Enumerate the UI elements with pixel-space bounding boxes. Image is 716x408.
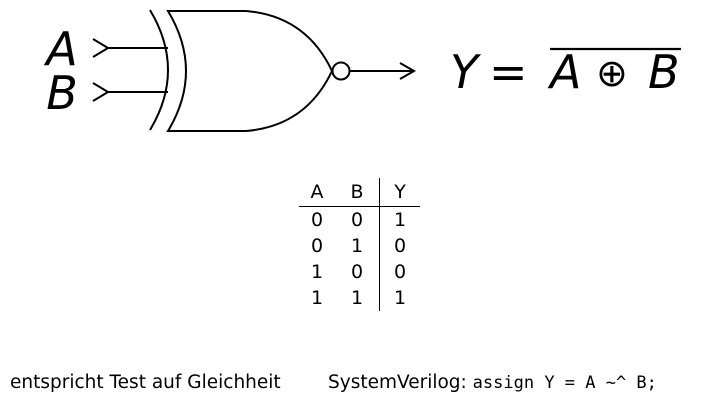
- cell-b: 0: [335, 259, 380, 285]
- input-a-wire: [92, 38, 168, 58]
- truth-table-header: A B Y: [299, 178, 420, 207]
- header-b: B: [335, 178, 380, 207]
- xor-operator-symbol: ⊕: [596, 51, 628, 95]
- table-row: 1 0 0: [299, 259, 420, 285]
- expr-a-label: A: [547, 45, 581, 99]
- equals-sign: =: [489, 45, 528, 99]
- cell-y: 0: [393, 261, 407, 283]
- input-b-wire: [92, 82, 168, 102]
- equality-caption: entspricht Test auf Gleichheit: [10, 372, 281, 393]
- systemverilog-caption: SystemVerilog: assign Y = A ~^ B;: [328, 372, 657, 393]
- truth-table: A B Y 0 0 1 0 1 0 1 0 0 1 1 1: [299, 178, 420, 311]
- cell-b: 1: [335, 233, 380, 259]
- gate-body: [166, 10, 334, 132]
- systemverilog-label: SystemVerilog:: [328, 372, 467, 393]
- cell-y: 1: [393, 209, 407, 231]
- table-row: 0 0 1: [299, 206, 420, 233]
- cell-a: 0: [310, 209, 324, 231]
- header-y: Y: [379, 178, 420, 207]
- table-row: 1 1 1: [299, 285, 420, 311]
- inversion-bubble: [331, 61, 351, 81]
- output-y-label: Y: [450, 45, 482, 99]
- expr-b-label: B: [648, 45, 680, 99]
- input-a-label: A: [43, 22, 77, 76]
- table-row: 0 1 0: [299, 233, 420, 259]
- cell-y: 1: [393, 287, 407, 309]
- input-b-label: B: [46, 66, 78, 120]
- header-a: A: [299, 178, 335, 207]
- cell-b: 0: [335, 206, 380, 233]
- cell-a: 1: [310, 261, 324, 283]
- cell-a: 1: [310, 287, 324, 309]
- output-arrow: [350, 62, 417, 80]
- systemverilog-code: assign Y = A ~^ B;: [472, 373, 657, 393]
- cell-a: 0: [310, 235, 324, 257]
- cell-y: 0: [393, 235, 407, 257]
- xor-input-curve: [149, 9, 169, 131]
- cell-b: 1: [335, 285, 380, 311]
- xnor-gate-diagram: A B Y = A ⊕ B: [43, 9, 681, 132]
